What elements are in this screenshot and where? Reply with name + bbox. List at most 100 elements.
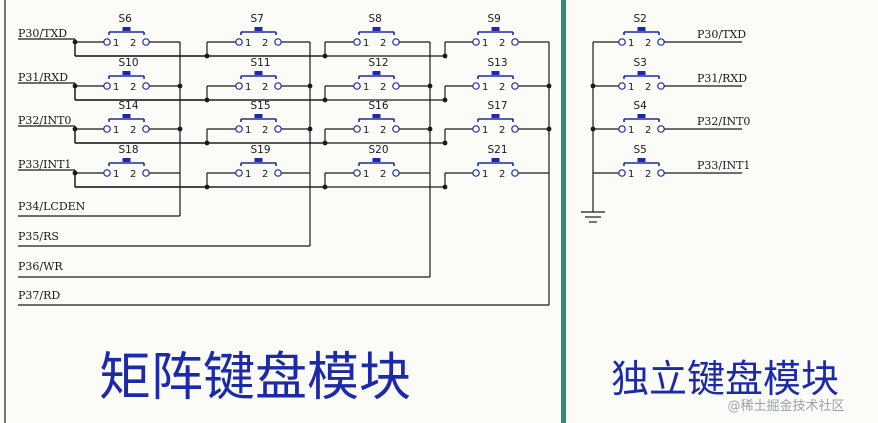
switch-pin-2 <box>657 169 665 177</box>
pin-number-1: 1 <box>363 125 369 136</box>
pin-number-2: 2 <box>380 38 386 49</box>
switch-plunger <box>122 27 131 31</box>
pin-number-2: 2 <box>130 38 136 49</box>
switch-pin-1 <box>353 169 361 177</box>
switch-pin-2 <box>392 125 400 133</box>
switch-designator: S5 <box>634 144 647 156</box>
switch-designator: S9 <box>488 13 501 25</box>
switch-pin-1 <box>618 169 626 177</box>
switch-pin-2 <box>142 169 150 177</box>
switch-pin-2 <box>657 125 665 133</box>
pin-number-2: 2 <box>130 82 136 93</box>
switch-pin-2 <box>142 82 150 90</box>
pin-number-1: 1 <box>628 38 634 49</box>
switch-pin-2 <box>511 38 519 46</box>
pin-number-1: 1 <box>245 38 251 49</box>
switch-designator: S4 <box>634 100 648 112</box>
switch-pin-2 <box>142 125 150 133</box>
switch-plunger <box>637 158 646 162</box>
switch-pin-2 <box>274 38 282 46</box>
pin-number-2: 2 <box>645 169 651 180</box>
pin-number-1: 1 <box>113 38 119 49</box>
row-net-label: P32/INT0 <box>18 114 71 127</box>
switch-pin-1 <box>235 169 243 177</box>
switch-plunger <box>637 114 646 118</box>
independent-keypad-title: 独立键盘模块 <box>611 357 839 401</box>
pin-number-1: 1 <box>482 169 488 180</box>
switch-pin-2 <box>274 169 282 177</box>
switch-pin-1 <box>235 82 243 90</box>
pin-number-2: 2 <box>499 82 505 93</box>
switch-designator: S7 <box>251 13 264 25</box>
switch-pin-2 <box>142 38 150 46</box>
switch-pin-1 <box>472 169 480 177</box>
module-divider <box>561 0 566 423</box>
switch-pin-2 <box>657 38 665 46</box>
switch-pin-1 <box>103 125 111 133</box>
switch-designator: S3 <box>634 57 647 69</box>
switch-plunger <box>491 27 500 31</box>
switch-plunger <box>372 71 381 75</box>
pin-number-1: 1 <box>363 38 369 49</box>
junction-dot <box>442 53 448 59</box>
junction-dot <box>72 126 78 132</box>
switch-plunger <box>254 158 263 162</box>
matrix-keypad-title: 矩阵键盘模块 <box>99 348 411 408</box>
switch-designator: S2 <box>634 13 647 25</box>
switch-pin-1 <box>103 169 111 177</box>
row-net-label: P33/INT1 <box>18 158 71 171</box>
switch-designator: S14 <box>119 100 139 112</box>
pin-number-1: 1 <box>482 38 488 49</box>
junction-dot <box>72 170 78 176</box>
switch-designator: S20 <box>369 144 389 156</box>
pin-number-1: 1 <box>363 169 369 180</box>
switch-plunger <box>491 71 500 75</box>
switch-plunger <box>637 71 646 75</box>
switch-designator: S21 <box>488 144 508 156</box>
column-net-label: P35/RS <box>18 230 59 243</box>
switch-pin-2 <box>511 169 519 177</box>
independent-net-label: P30/TXD <box>697 28 746 41</box>
switch-plunger <box>372 158 381 162</box>
pin-number-1: 1 <box>628 125 634 136</box>
switch-plunger <box>254 71 263 75</box>
pin-number-2: 2 <box>499 169 505 180</box>
pin-number-2: 2 <box>380 125 386 136</box>
switch-plunger <box>254 27 263 31</box>
pin-number-1: 1 <box>482 82 488 93</box>
switch-plunger <box>122 71 131 75</box>
pin-number-2: 2 <box>262 169 268 180</box>
switch-plunger <box>122 114 131 118</box>
switch-pin-1 <box>618 38 626 46</box>
pin-number-2: 2 <box>645 125 651 136</box>
switch-designator: S6 <box>119 13 133 25</box>
switch-pin-1 <box>103 38 111 46</box>
switch-pin-1 <box>618 82 626 90</box>
pin-number-2: 2 <box>130 125 136 136</box>
junction-dot <box>442 184 448 190</box>
switch-pin-2 <box>657 82 665 90</box>
switch-plunger <box>372 27 381 31</box>
junction-dot <box>442 97 448 103</box>
switch-pin-1 <box>235 38 243 46</box>
switch-pin-2 <box>274 82 282 90</box>
pin-number-2: 2 <box>130 169 136 180</box>
switch-plunger <box>637 27 646 31</box>
switch-pin-1 <box>472 125 480 133</box>
watermark: @稀土掘金技术社区 <box>727 398 844 414</box>
column-net-label: P37/RD <box>18 289 60 302</box>
column-net-label: P34/LCDEN <box>18 200 86 213</box>
switch-designator: S19 <box>251 144 271 156</box>
pin-number-2: 2 <box>380 82 386 93</box>
pin-number-2: 2 <box>645 82 651 93</box>
pin-number-2: 2 <box>499 125 505 136</box>
switch-designator: S10 <box>119 57 139 69</box>
switch-pin-1 <box>618 125 626 133</box>
switch-plunger <box>491 158 500 162</box>
pin-number-2: 2 <box>380 169 386 180</box>
switch-plunger <box>254 114 263 118</box>
pin-number-2: 2 <box>645 38 651 49</box>
pin-number-1: 1 <box>628 169 634 180</box>
pin-number-2: 2 <box>262 38 268 49</box>
